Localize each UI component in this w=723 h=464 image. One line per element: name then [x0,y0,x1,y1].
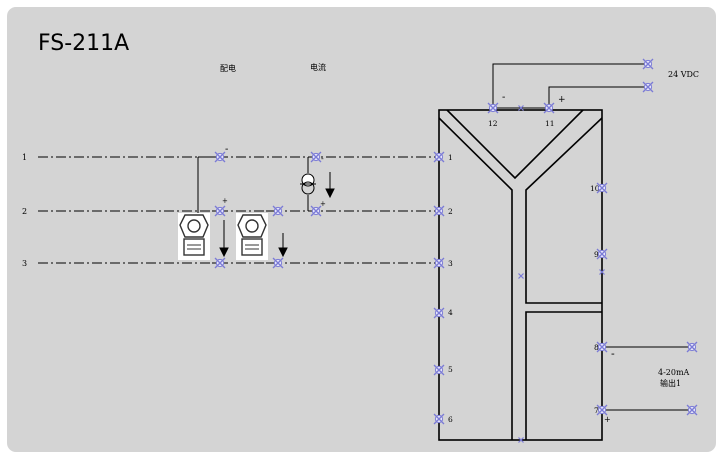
terminal-6-label: 6 [448,415,453,424]
output-label-line2: 输出1 [660,378,681,388]
screw-terminal-icon [272,257,284,269]
screw-terminal-icon [543,102,555,114]
current-label: 电流 [310,62,326,72]
page-title: FS-211A [38,31,130,56]
current-plus-sign: + [320,200,326,208]
output-wiring [602,346,692,411]
terminal-7-label: 7 [594,406,599,415]
current-arrows [219,172,335,258]
screw-terminal-icon [214,151,226,163]
power-minus-sign: - [225,144,228,155]
terminal-5-label: 5 [448,365,453,374]
screw-terminal-icon [433,257,445,269]
output-label-line1: 4-20mA [658,368,690,377]
screw-terminal-icon [272,205,284,217]
output-minus-sign: - [611,347,615,360]
junction-mark [518,105,524,111]
screw-terminal-icon [596,404,608,416]
screw-terminal-icon [686,404,698,416]
screw-terminal-icon [642,81,654,93]
screw-terminal-icon [214,257,226,269]
field-line-label-2: 2 [22,207,27,216]
diagram-background [5,5,718,454]
screw-terminal-icon [214,205,226,217]
transmitter-icon [178,213,210,260]
terminal-4-label: 4 [448,308,453,317]
screw-terminal-icon [433,307,445,319]
screw-terminal-icon [310,205,322,217]
terminals [214,58,698,443]
terminal-9-label: 9 [594,250,599,259]
terminal-3-label: 3 [448,259,453,268]
terminal-12-label: 12 [488,119,498,128]
field-line-label-1: 1 [22,153,27,162]
top-minus-sign: - [502,92,505,103]
detectors [178,213,268,260]
field-lines [38,156,439,264]
terminal-2-label: 2 [448,207,453,216]
top-plus-sign: + [558,95,566,105]
screw-terminal-icon [433,205,445,217]
output-plus-sign: + [604,415,611,424]
screw-terminal-icon [596,248,608,260]
screw-terminal-icon [310,151,322,163]
terminal-11-label: 11 [545,119,555,128]
field-line-label-3: 3 [22,259,27,268]
junction-mark [518,437,524,443]
screw-terminal-icon [596,182,608,194]
screw-terminal-icon [686,341,698,353]
power-plus-sign: + [222,197,228,205]
terminal-10-label: 10 [590,184,600,193]
terminal-8-label: 8 [594,343,599,352]
current-minus-sign: - [321,154,324,163]
screw-terminal-icon [487,102,499,114]
power-label: 配电 [220,63,236,73]
transmitter-icon [236,213,268,260]
screw-terminal-icon [433,151,445,163]
junction-mark [599,269,605,275]
junction-mark [518,273,524,279]
screw-terminal-icon [596,341,608,353]
current-source-icon [300,173,316,195]
vdc-label: 24 VDC [668,70,699,79]
screw-terminal-icon [642,58,654,70]
terminal-1-label: 1 [448,153,453,162]
screw-terminal-icon [433,413,445,425]
screw-terminal-icon [433,364,445,376]
